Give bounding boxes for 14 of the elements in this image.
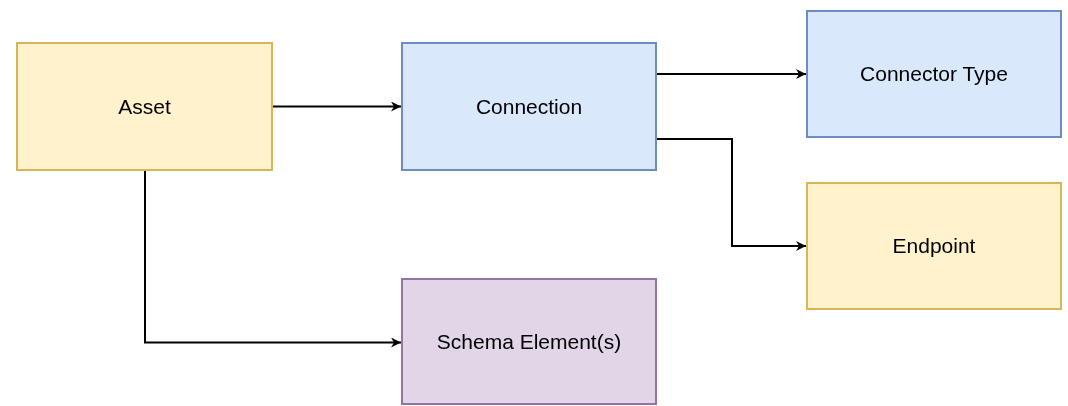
process-box xyxy=(806,10,1062,138)
arrow xyxy=(656,138,807,251)
box-label: Schema Element(s) xyxy=(436,329,622,354)
box-label: Asset xyxy=(118,94,171,119)
process-box xyxy=(806,182,1062,310)
process-box xyxy=(401,278,657,405)
box-label: Connector Type xyxy=(860,62,1008,86)
arrow xyxy=(656,69,807,79)
arrow xyxy=(272,101,402,112)
box-label: Endpoint xyxy=(892,234,976,258)
process-box xyxy=(16,42,273,171)
box-label: Connection xyxy=(475,94,583,119)
process-box xyxy=(401,42,657,171)
arrow xyxy=(144,170,402,348)
